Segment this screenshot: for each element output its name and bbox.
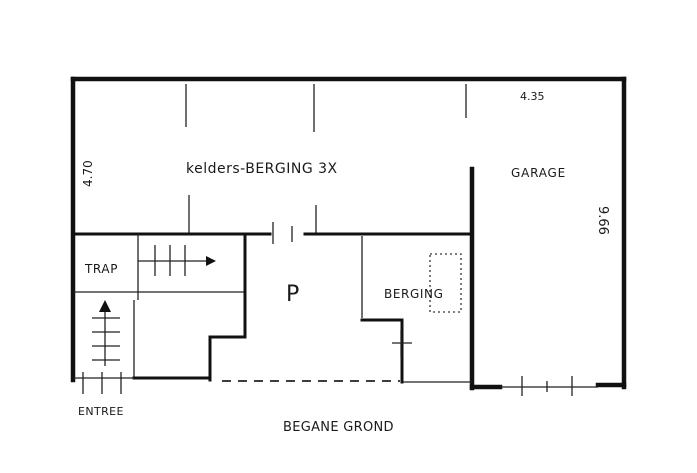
stair-arrow-vertical [92,300,120,366]
trap-label: TRAP [84,262,118,276]
entrance-label: ENTREE [78,405,124,418]
parking-label: P [286,282,299,307]
outer-walls [70,76,627,391]
kelders-partitions [185,84,467,234]
entrance-door [82,372,122,394]
middle-wall [71,222,474,244]
garage-label: GARAGE [511,166,566,180]
berging-label: BERGING [384,287,443,301]
kelders-label: kelders-BERGING 3X [186,161,338,177]
berging-walls [360,236,472,384]
floor-title: BEGANE GROND [283,420,394,435]
garage-width-dimension: 4.35 [520,90,545,103]
garage-door [500,376,598,396]
garage-depth-dimension: 9.66 [595,206,610,235]
berging-fixture [429,253,462,313]
kelders-height-dimension: 4.70 [81,160,95,187]
stair-arrow-horizontal [138,245,216,276]
trap-area [73,234,247,382]
